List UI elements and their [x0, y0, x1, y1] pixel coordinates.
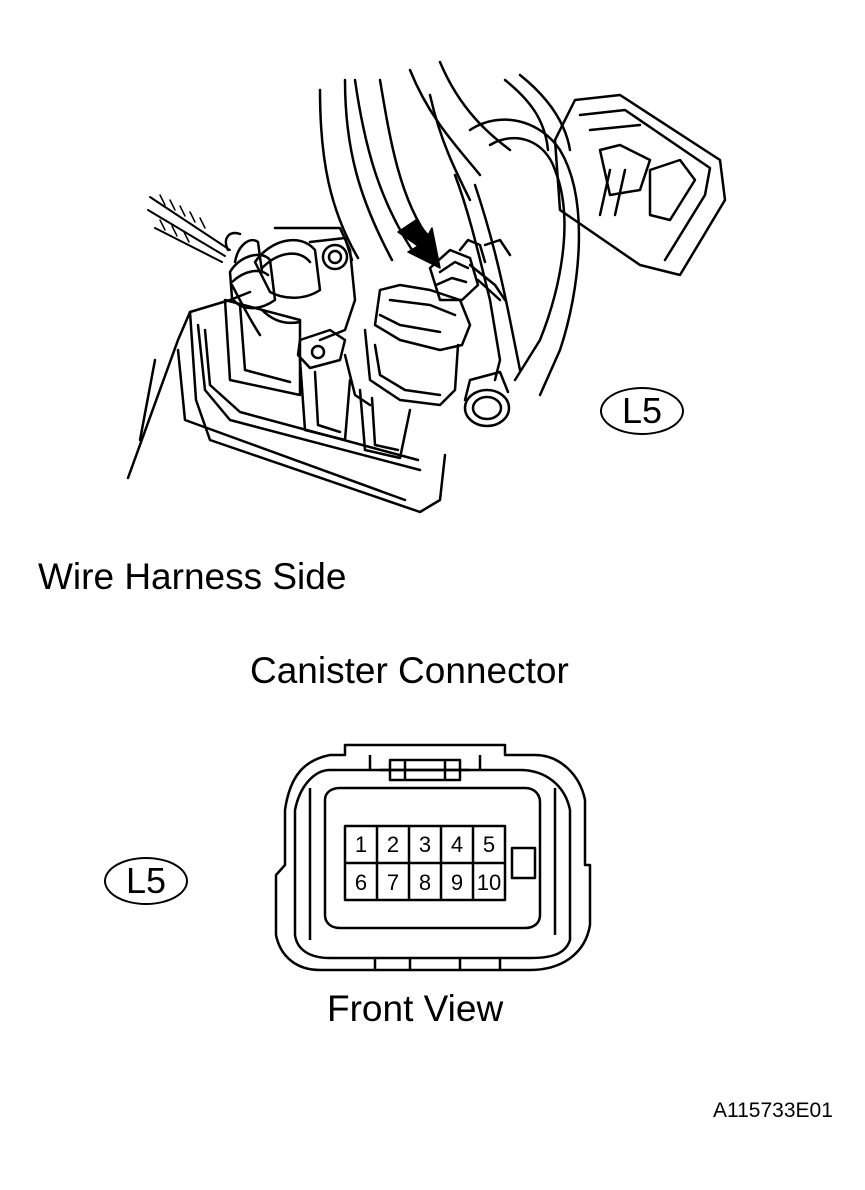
pin-4: 4 — [451, 832, 463, 857]
figure-id: A115733E01 — [713, 1099, 833, 1122]
pin-9: 9 — [451, 870, 463, 895]
front-view-label: Front View — [327, 988, 504, 1029]
pin-3: 3 — [419, 832, 431, 857]
pin-1: 1 — [355, 832, 367, 857]
canister-connector-title: Canister Connector — [250, 650, 569, 691]
pin-5: 5 — [483, 832, 495, 857]
pointer-arrow — [397, 219, 441, 269]
wire-harness-side-label: Wire Harness Side — [38, 556, 347, 597]
pin-6: 6 — [355, 870, 367, 895]
pin-10: 10 — [477, 870, 501, 895]
pin-2: 2 — [387, 832, 399, 857]
connector-front-view: 1 2 3 4 5 6 7 8 9 10 — [274, 743, 592, 972]
callout-l5-bottom-text: L5 — [125, 860, 167, 901]
pin-7: 7 — [387, 870, 399, 895]
callout-l5-top-text: L5 — [621, 390, 663, 431]
pin-8: 8 — [419, 870, 431, 895]
canister-illustration — [126, 60, 727, 514]
callout-l5-top: L5 — [600, 387, 684, 435]
callout-l5-bottom: L5 — [104, 857, 188, 905]
